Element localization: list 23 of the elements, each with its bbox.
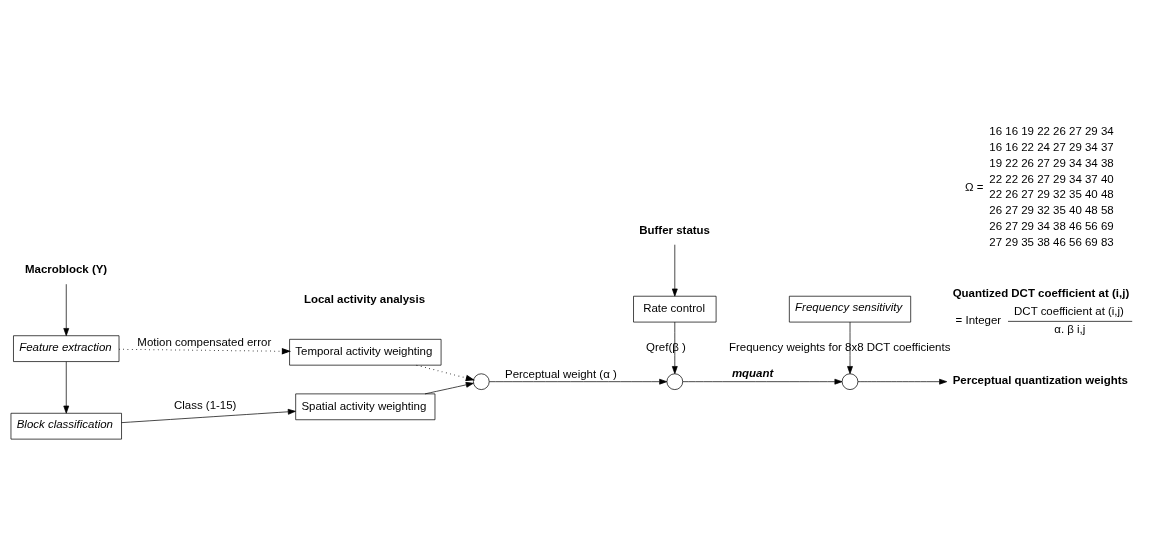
label: = Integer [955, 313, 1002, 326]
label: α. β i,j [1054, 322, 1086, 335]
edge-label: Perceptual weight (α ) [504, 367, 617, 380]
label: DCT coefficient at (i,j) [1014, 304, 1124, 317]
label: Ω = [964, 180, 984, 193]
edge-label: Motion compensated error [137, 335, 272, 348]
label: 26 27 29 34 38 46 56 69 [989, 219, 1114, 232]
label: 22 26 27 29 32 35 40 48 [989, 187, 1114, 200]
label: Quantized DCT coefficient at (i,j) [952, 286, 1130, 299]
node-text: Buffer status [639, 223, 710, 236]
node-text: Macroblock (Y) [24, 262, 108, 275]
node-text: Perceptual quantization weights [952, 373, 1128, 386]
edge-label: Qref(β ) [646, 340, 686, 353]
edge-label: Frequency weights for 8x8 DCT coefficients [729, 340, 951, 353]
edge-label: mquant [731, 366, 774, 379]
label: 27 29 35 38 46 56 69 83 [989, 235, 1114, 248]
label: 16 16 22 24 27 29 34 37 [989, 140, 1114, 153]
edge-label: Class (1-15) [173, 398, 237, 411]
label: 22 22 26 27 29 34 37 40 [989, 172, 1114, 185]
label: 16 16 19 22 26 27 29 34 [989, 124, 1114, 137]
label: 26 27 29 32 35 40 48 58 [989, 203, 1114, 216]
label: 19 22 26 27 29 34 34 38 [989, 156, 1114, 169]
label: Local activity analysis [303, 292, 426, 305]
